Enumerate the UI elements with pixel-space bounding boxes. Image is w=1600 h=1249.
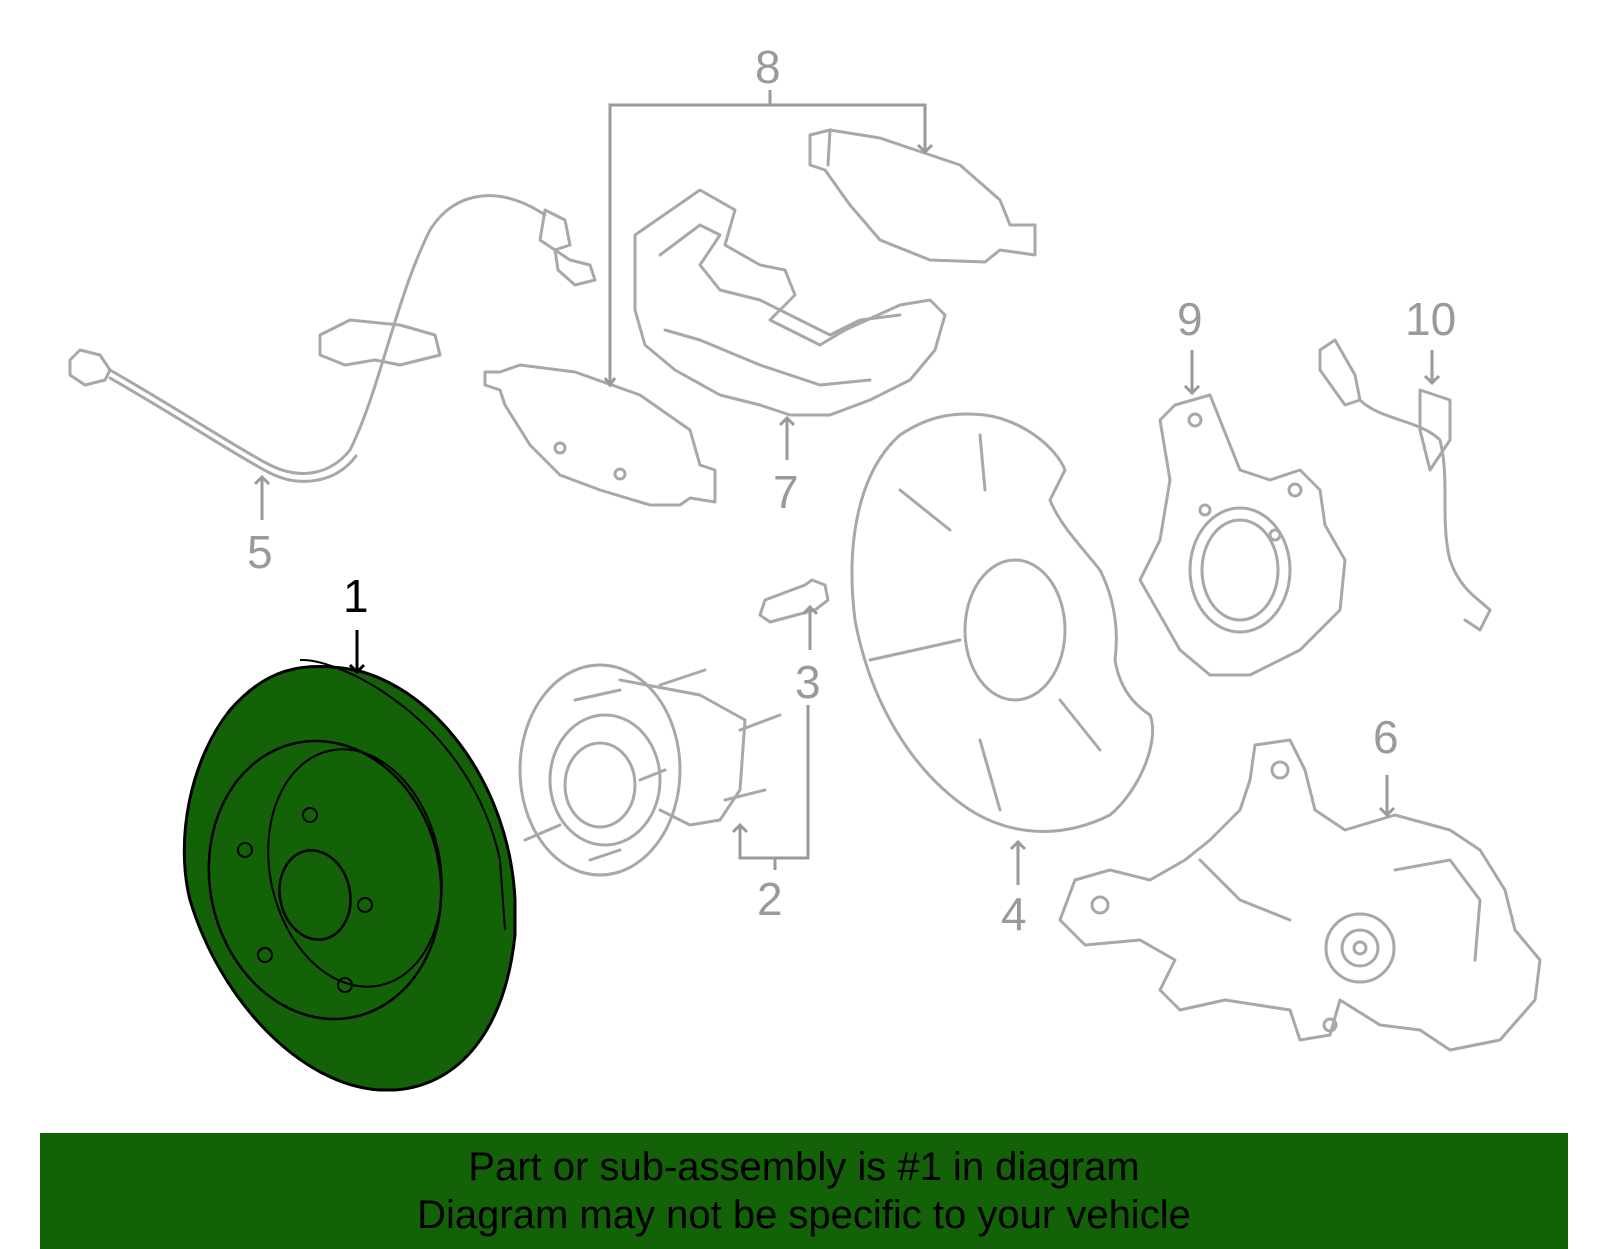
callout-2: 2 — [757, 873, 783, 925]
part-1-brake-rotor[interactable] — [182, 658, 517, 1092]
banner-line-1: Part or sub-assembly is #1 in diagram — [468, 1145, 1140, 1189]
part-4-dust-shield[interactable] — [850, 412, 1155, 833]
part-5-wheel-speed-sensor[interactable] — [68, 194, 597, 483]
callout-10: 10 — [1405, 293, 1456, 345]
part-8-brake-pads[interactable] — [483, 128, 1037, 507]
leader-8 — [608, 103, 927, 385]
callout-1: 1 — [343, 570, 369, 622]
callout-4: 4 — [1001, 888, 1027, 940]
callout-5: 5 — [247, 526, 273, 578]
part-7-caliper-bracket[interactable] — [633, 188, 947, 417]
part-10-sensor-harness[interactable] — [1318, 338, 1492, 632]
callout-9: 9 — [1177, 293, 1203, 345]
leader-2 — [738, 705, 810, 860]
callout-6: 6 — [1373, 711, 1399, 763]
callout-3: 3 — [795, 656, 821, 708]
part-2-hub-bearing[interactable] — [518, 663, 782, 877]
info-banner: Part or sub-assembly is #1 in diagram Di… — [40, 1133, 1568, 1249]
callout-7: 7 — [773, 466, 799, 518]
part-3-bolt[interactable] — [758, 578, 830, 624]
callout-8: 8 — [755, 41, 781, 93]
part-6-knuckle[interactable] — [1058, 738, 1542, 1052]
banner-line-2: Diagram may not be specific to your vehi… — [417, 1193, 1191, 1237]
part-9-backing-plate[interactable] — [1138, 393, 1347, 677]
